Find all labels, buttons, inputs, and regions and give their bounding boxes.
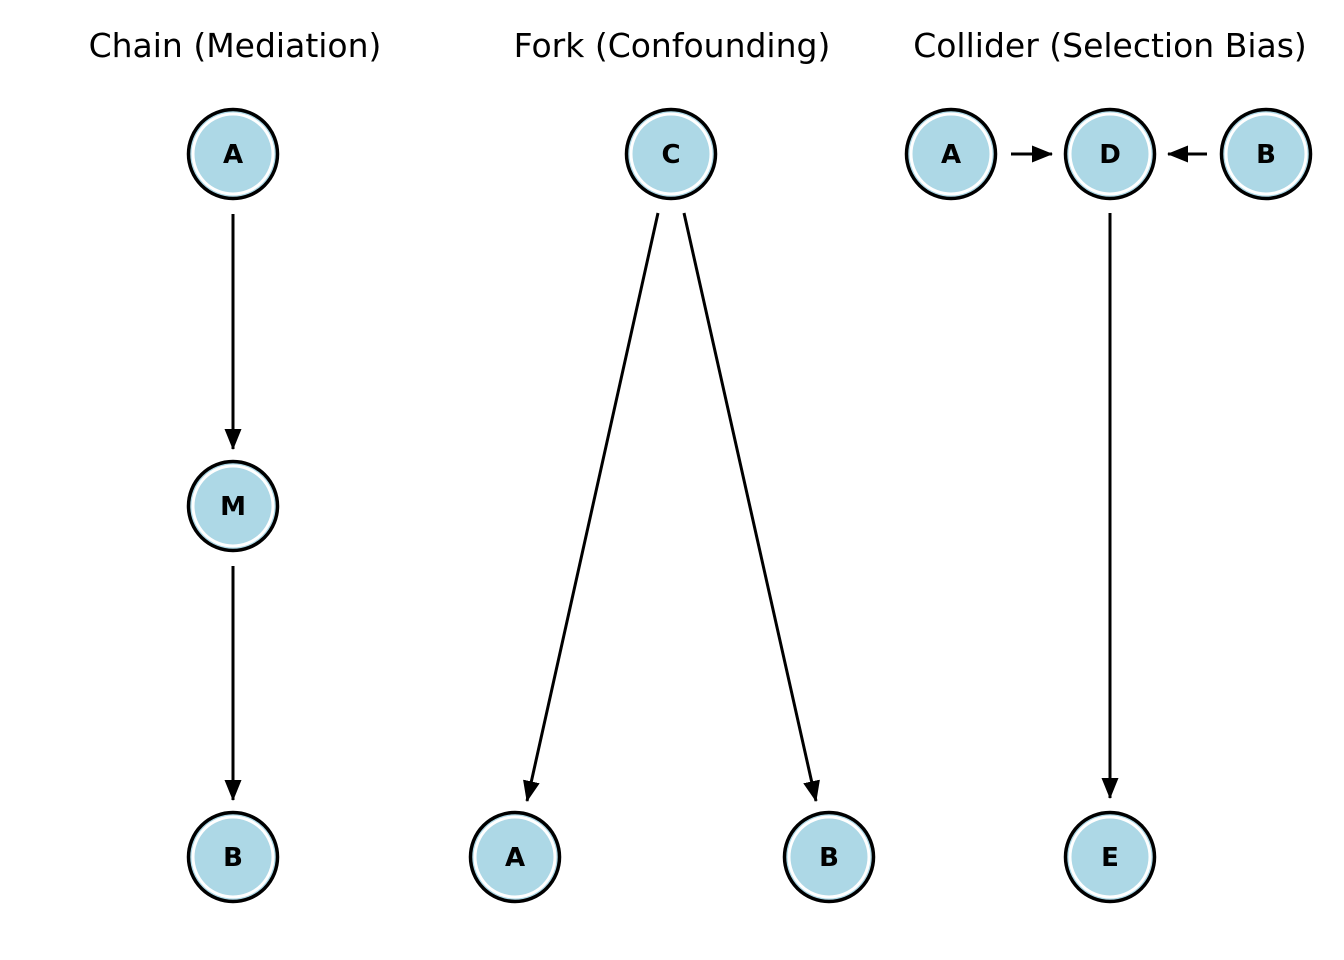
node-circle (904, 107, 998, 201)
node-inner-ring (1068, 112, 1152, 196)
node-chain-b: B (186, 810, 280, 904)
node-fork-a: A (468, 810, 562, 904)
node-collider-b: B (1219, 107, 1313, 201)
diagram-title-collider: Collider (Selection Bias) (913, 26, 1307, 65)
node-circle (624, 107, 718, 201)
node-inner-ring (191, 464, 275, 548)
node-label: B (1256, 140, 1276, 170)
node-fork-c: C (624, 107, 718, 201)
node-collider-d: D (1063, 107, 1157, 201)
diagram-fork: Fork (Confounding) C A B (468, 26, 876, 904)
node-collider-e: E (1063, 810, 1157, 904)
edge-fork-c-a (523, 212, 660, 802)
node-circle (186, 107, 280, 201)
node-circle (1063, 810, 1157, 904)
node-circle (468, 810, 562, 904)
node-label: A (941, 140, 961, 170)
node-circle (782, 810, 876, 904)
node-circle (186, 810, 280, 904)
node-chain-a: A (186, 107, 280, 201)
diagram-chain: Chain (Mediation) A M B (89, 26, 382, 904)
node-inner-ring (473, 815, 557, 899)
diagram-title-chain: Chain (Mediation) (89, 26, 382, 65)
node-circle (186, 459, 280, 553)
node-label: E (1101, 843, 1119, 873)
node-label: M (220, 492, 246, 522)
edge-fork-c-b (682, 212, 820, 802)
node-fork-b: B (782, 810, 876, 904)
node-label: A (223, 140, 243, 170)
diagram-title-fork: Fork (Confounding) (514, 26, 831, 65)
node-circle (1063, 107, 1157, 201)
node-label: D (1099, 140, 1121, 170)
node-label: C (661, 140, 680, 170)
node-label: B (819, 843, 839, 873)
diagram-collider: Collider (Selection Bias) A D B (904, 26, 1313, 904)
node-collider-a: A (904, 107, 998, 201)
node-inner-ring (1068, 815, 1152, 899)
node-inner-ring (191, 112, 275, 196)
node-inner-ring (1224, 112, 1308, 196)
node-label: B (223, 843, 243, 873)
node-inner-ring (629, 112, 713, 196)
node-inner-ring (909, 112, 993, 196)
node-chain-m: M (186, 459, 280, 553)
node-inner-ring (787, 815, 871, 899)
node-label: A (505, 843, 525, 873)
node-inner-ring (191, 815, 275, 899)
node-circle (1219, 107, 1313, 201)
